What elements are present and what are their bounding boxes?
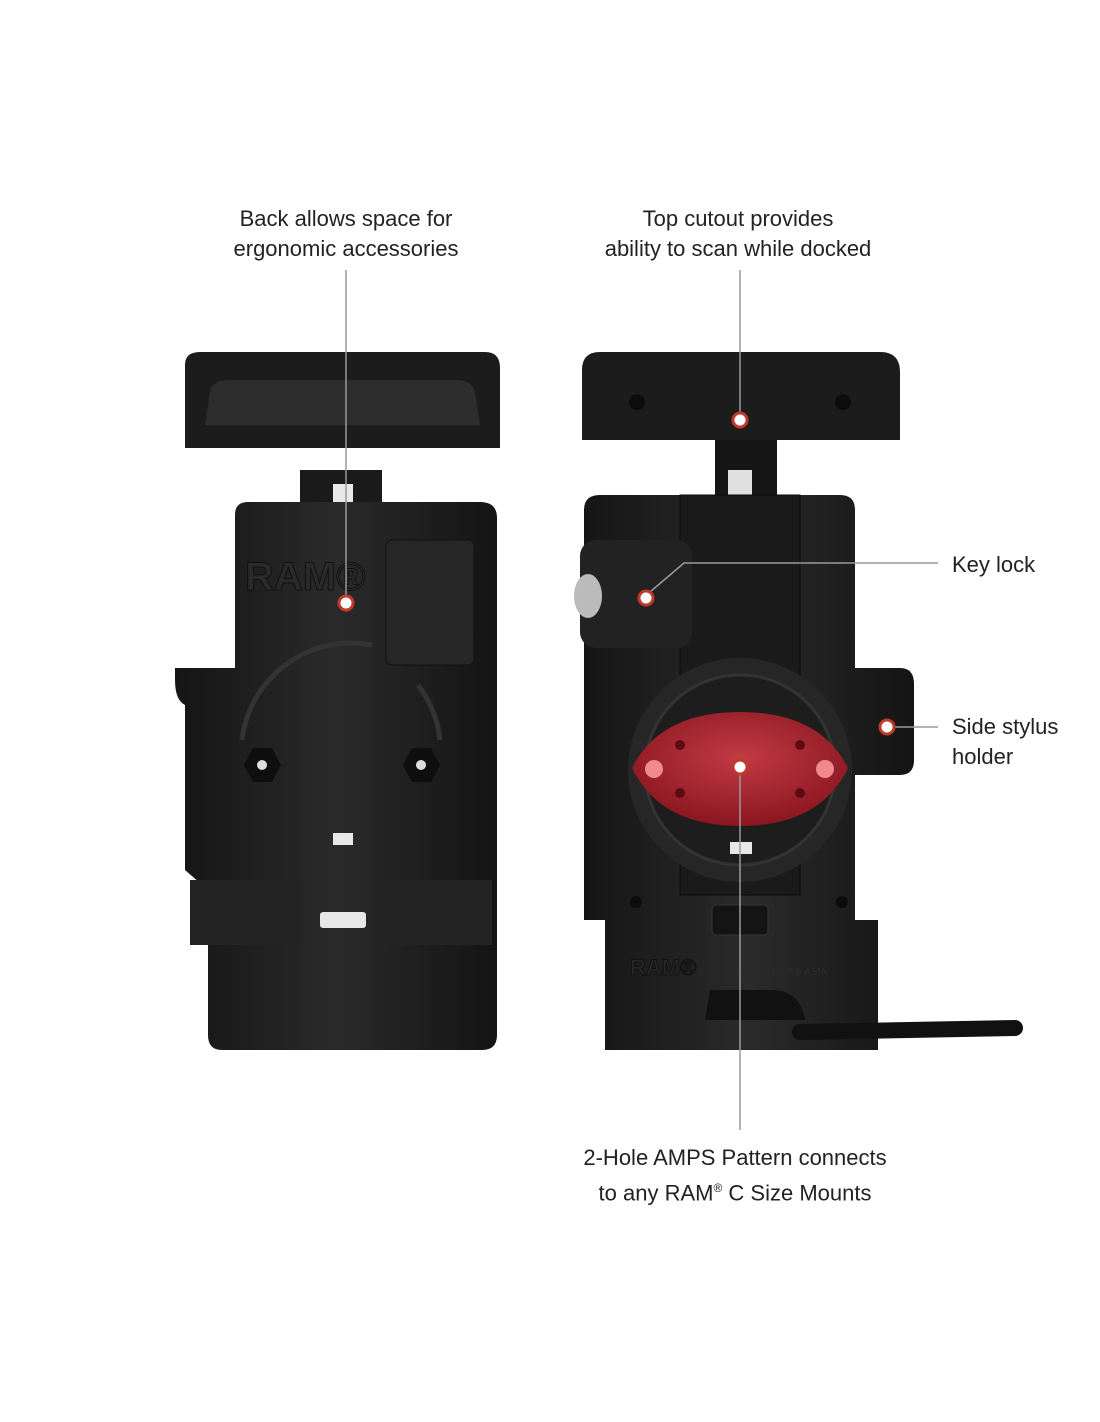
callout-text: 2-Hole AMPS Pattern connects (583, 1145, 887, 1170)
callout-text: Key lock (952, 552, 1036, 577)
origin-emboss: MADE IN USA & ASIA (728, 967, 827, 978)
callout-top-cutout: Top cutout provides ability to scan whil… (605, 204, 872, 264)
callout-text: Top cutout provides (642, 206, 834, 231)
callout-stylus-holder: Side stylus holder (952, 712, 1058, 772)
callout-dot-stylus (878, 718, 896, 736)
key-lock-body (580, 540, 692, 648)
callout-text: Side stylus (952, 714, 1059, 739)
registered-mark: ® (713, 1181, 723, 1195)
callout-text: Back allows space for (239, 206, 453, 231)
callout-back: Back allows space for ergonomic accessor… (234, 204, 459, 264)
callout-text-line2: to any RAM® C Size Mounts (583, 1173, 886, 1208)
brand-emboss: RAM® (630, 955, 696, 980)
key-cylinder (574, 574, 602, 618)
cradle-back-view: RAM® (175, 352, 500, 1050)
brand-emboss: RAM® (245, 555, 366, 599)
cradle-front-view: RAM® MADE IN USA & ASIA (574, 352, 1023, 1050)
callout-key-lock: Key lock (952, 550, 1035, 580)
callout-lines (345, 270, 938, 1130)
callout-dot-amps (731, 758, 749, 776)
callout-amps-pattern: 2-Hole AMPS Pattern connects to any RAM®… (583, 1143, 886, 1208)
callout-dot-back (337, 594, 355, 612)
callout-text: ability to scan while docked (604, 236, 872, 261)
callout-dot-top (731, 411, 749, 429)
callout-dot-key-lock (637, 589, 655, 607)
callout-text: ergonomic accessories (233, 236, 459, 261)
callout-text: C Size Mounts (722, 1180, 872, 1206)
power-cable (792, 1020, 1023, 1040)
callout-text: to any RAM (598, 1180, 714, 1206)
callout-text: holder (952, 744, 1014, 769)
